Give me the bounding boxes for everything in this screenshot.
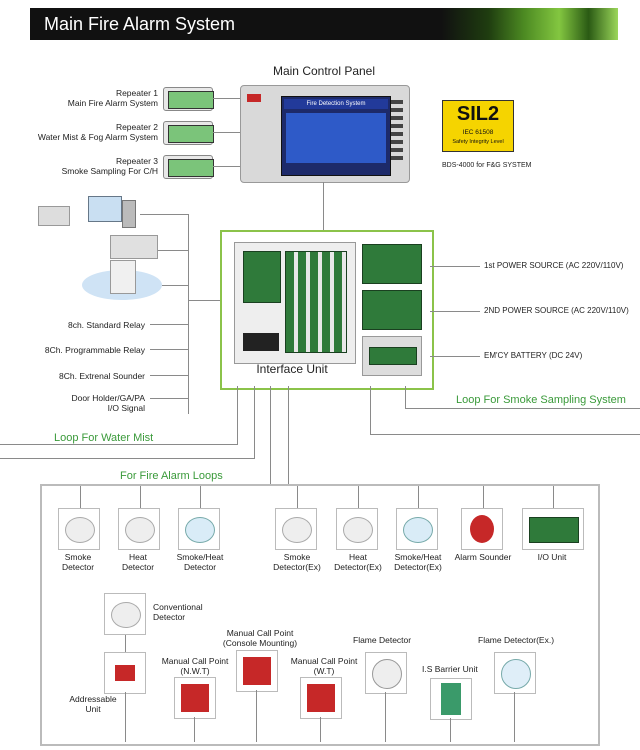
mcp-wt-label: Manual Call Point(W.T): [284, 656, 364, 676]
relay-sounder-label: 8Ch. Extrenal Sounder: [59, 371, 145, 381]
smoke-detector-ex-label-1: Smoke: [283, 552, 311, 562]
relay-io-label-2: I/O Signal: [107, 403, 145, 413]
mcp-wt-label-1: Manual Call Point: [290, 656, 358, 666]
manual-call-point-nwt-icon: [174, 677, 216, 719]
smoke-detector-icon: [58, 508, 100, 550]
header-bar: Main Fire Alarm System: [30, 8, 618, 40]
mcp-console-label-1: Manual Call Point: [226, 628, 294, 638]
sil-badge: SIL2 IEC 61508 Safety Integrity Level: [442, 100, 514, 152]
io-unit-icon: [522, 508, 584, 550]
loop-smoke-sampling-label: Loop For Smoke Sampling System: [456, 394, 626, 406]
panel-screen: Fire Detection System: [281, 96, 391, 176]
is-barrier-unit-icon: [430, 678, 472, 720]
network-device-icon: [110, 235, 158, 259]
panel-screen-content: [286, 113, 386, 163]
flame-detector-ex-label: Flame Detector(Ex.): [478, 635, 555, 645]
power-source-1-label: 1st POWER SOURCE (AC 220V/110V): [484, 261, 624, 270]
battery-label: EM'CY BATTERY (DC 24V): [484, 351, 583, 360]
mcp-console-label-2: (Console Mounting): [222, 638, 298, 648]
smoke-heat-detector-ex-label-2: Detector(Ex): [394, 562, 442, 572]
panel-buttons: [391, 100, 403, 160]
repeater-1-device: [163, 87, 214, 111]
repeater-2-device: [163, 121, 214, 145]
conventional-detector-icon: [104, 593, 146, 635]
repeater-2-subtitle: Water Mist & Fog Alarm System: [37, 132, 158, 142]
manual-call-point-console-icon: [236, 650, 278, 692]
relay-programmable-label: 8Ch. Programmable Relay: [44, 345, 145, 355]
printer-computer-icon: [38, 196, 138, 232]
panel-logo-icon: [247, 94, 261, 102]
heat-detector-ex-label-2: Detector(Ex): [334, 562, 382, 572]
heat-detector-label-1: Heat: [129, 552, 147, 562]
sil-level: Safety Integrity Level: [452, 139, 504, 145]
addressable-unit-label-2: Unit: [85, 704, 101, 714]
conventional-detector-label-1: Conventional: [153, 602, 203, 612]
repeater-3-subtitle: Smoke Sampling For C/H: [61, 166, 158, 176]
repeater-2-title: Repeater 2: [115, 122, 158, 132]
addressable-unit-label-1: Addressable: [69, 694, 117, 704]
fire-alarm-loop-frame: [40, 484, 600, 746]
sil-standard: IEC 61508: [462, 129, 494, 136]
mcp-console-label: Manual Call Point(Console Mounting): [215, 628, 305, 648]
smoke-detector-ex-icon: [275, 508, 317, 550]
server-icon: [82, 260, 162, 300]
interface-unit-label: Interface Unit: [256, 362, 328, 376]
page-title: Main Fire Alarm System: [44, 14, 236, 34]
smoke-detector-label-2: Detector: [61, 562, 95, 572]
heat-detector-icon: [118, 508, 160, 550]
interface-unit-cabinet: [234, 242, 356, 364]
heat-detector-ex-label-1: Heat: [349, 552, 367, 562]
sil-badge-text: SIL2: [456, 103, 500, 125]
heat-detector-ex-icon: [336, 508, 378, 550]
interface-unit-frame: Interface Unit: [220, 230, 434, 390]
mcp-nwt-label-1: Manual Call Point: [161, 656, 229, 666]
mcp-nwt-label-2: (N.W.T): [180, 666, 210, 676]
smoke-detector-ex-label-2: Detector(Ex): [273, 562, 321, 572]
flame-detector-ex-icon: [494, 652, 536, 694]
heat-detector-label-2: Detector: [121, 562, 155, 572]
smoke-detector-label-1: Smoke: [64, 552, 92, 562]
smoke-heat-detector-label-1: Smoke/Heat: [176, 552, 224, 562]
smoke-heat-detector-icon: [178, 508, 220, 550]
panel-screen-title: Fire Detection System: [284, 99, 388, 109]
loop-fire-alarm-label: For Fire Alarm Loops: [120, 470, 223, 482]
is-barrier-label: I.S Barrier Unit: [422, 664, 478, 674]
mcp-nwt-label: Manual Call Point(N.W.T): [155, 656, 235, 676]
addressable-unit-icon: [104, 652, 146, 694]
manual-call-point-wt-icon: [300, 677, 342, 719]
repeater-1-label: Repeater 1 Main Fire Alarm System: [20, 88, 158, 108]
smoke-heat-detector-label-2: Detector: [183, 562, 217, 572]
smoke-heat-detector-ex-icon: [396, 508, 438, 550]
repeater-3-title: Repeater 3: [115, 156, 158, 166]
relay-io-label-1: Door Holder/GA/PA: [71, 393, 145, 403]
power-source-2-label: 2ND POWER SOURCE (AC 220V/110V): [484, 306, 629, 315]
mcp-wt-label-2: (W.T): [313, 666, 335, 676]
io-unit-label: I/O Unit: [537, 552, 567, 562]
main-control-panel-label: Main Control Panel: [272, 64, 376, 78]
repeater-2-label: Repeater 2 Water Mist & Fog Alarm System: [20, 122, 158, 142]
flame-detector-label: Flame Detector: [353, 635, 412, 645]
repeater-1-title: Repeater 1: [115, 88, 158, 98]
repeater-3-label: Repeater 3 Smoke Sampling For C/H: [20, 156, 158, 176]
relay-io-label: Door Holder/GA/PA I/O Signal: [40, 393, 145, 413]
loop-water-mist-label: Loop For Water Mist: [54, 432, 154, 444]
relay-standard-label: 8ch. Standard Relay: [67, 320, 145, 330]
repeater-3-device: [163, 155, 214, 179]
smoke-heat-detector-ex-label-1: Smoke/Heat: [394, 552, 442, 562]
main-control-panel: Fire Detection System: [240, 85, 410, 183]
flame-detector-icon: [365, 652, 407, 694]
alarm-sounder-label: Alarm Sounder: [454, 552, 512, 562]
sil-caption: BDS-4000 for F&G SYSTEM: [442, 162, 532, 169]
conventional-detector-label-2: Detector: [153, 612, 186, 622]
alarm-sounder-icon: [461, 508, 503, 550]
repeater-1-subtitle: Main Fire Alarm System: [67, 98, 158, 108]
